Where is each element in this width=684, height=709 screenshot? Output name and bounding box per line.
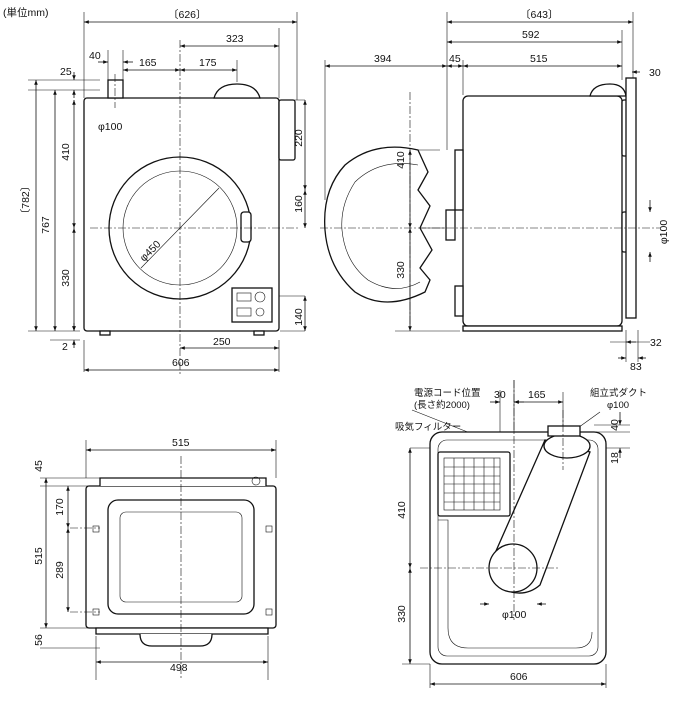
label-assembly-duct: 組立式ダクト — [590, 387, 647, 399]
dim-side-32: 32 — [650, 337, 662, 349]
dim-side-30: 30 — [649, 67, 661, 79]
dim-front-2: 2 — [62, 341, 68, 353]
dim-front-606: 606 — [172, 357, 190, 369]
dim-bottom-410: 410 — [396, 501, 408, 519]
dim-top-498: 498 — [170, 662, 188, 674]
dim-top-56: 56 — [33, 634, 45, 646]
dim-side-592: 592 — [522, 29, 540, 41]
dim-top-170: 170 — [54, 498, 66, 516]
dim-top-515v: 515 — [33, 547, 45, 565]
dim-side-394: 394 — [374, 53, 392, 65]
dim-front-140: 140 — [293, 308, 305, 326]
label-intake-filter: 吸気フィルター — [395, 421, 461, 433]
dim-side-83: 83 — [630, 361, 642, 373]
dim-front-165: 165 — [139, 57, 157, 69]
dim-side-515: 515 — [530, 53, 548, 65]
dim-side-643: 〔643〕 — [520, 8, 559, 21]
dim-top-45: 45 — [33, 460, 45, 472]
dim-top-289: 289 — [54, 561, 66, 579]
label-duct-diameter: φ100 — [607, 400, 629, 411]
dim-front-767: 767 — [40, 216, 52, 234]
dim-side-45: 45 — [449, 53, 461, 65]
dim-bottom-165: 165 — [528, 389, 546, 401]
dim-front-d100: φ100 — [98, 121, 122, 133]
dim-bottom-40: 40 — [609, 419, 621, 431]
dim-front-410: 410 — [60, 143, 72, 161]
dim-front-626: 〔626〕 — [168, 8, 207, 21]
label-cord-position: 電源コード位置 — [414, 387, 481, 399]
dim-front-323: 323 — [226, 33, 244, 45]
dim-front-250: 250 — [213, 336, 231, 348]
unit-label: (単位mm) — [3, 6, 49, 19]
front-view: 〔626〕 323 40 165 175 〔782〕 767 25 410 33… — [19, 8, 307, 376]
dim-front-25: 25 — [60, 66, 72, 78]
dim-front-330: 330 — [60, 269, 72, 287]
bottom-view: 電源コード位置 (長さ約2000) 吸気フィルター 組立式ダクト φ100 30… — [395, 380, 647, 688]
dim-front-782: 〔782〕 — [19, 181, 32, 220]
dim-bottom-606: 606 — [510, 671, 528, 683]
label-cord-length: (長さ約2000) — [414, 399, 470, 411]
dim-bottom-30: 30 — [494, 389, 506, 401]
dim-bottom-18: 18 — [609, 452, 621, 464]
dim-front-220: 220 — [293, 129, 305, 147]
dim-bottom-330: 330 — [396, 605, 408, 623]
dim-side-330: 330 — [395, 261, 407, 279]
dim-front-40: 40 — [89, 50, 101, 62]
side-view: 〔643〕 592 394 45 515 30 410 330 φ100 — [320, 8, 670, 373]
top-view: 515 515 45 170 289 56 498 — [33, 437, 277, 680]
dim-front-160: 160 — [293, 195, 305, 213]
dim-front-175: 175 — [199, 57, 217, 69]
dim-side-410: 410 — [395, 151, 407, 169]
dim-top-515: 515 — [172, 437, 190, 449]
dim-side-d100: φ100 — [658, 220, 670, 244]
dim-bottom-d100: φ100 — [502, 609, 526, 621]
